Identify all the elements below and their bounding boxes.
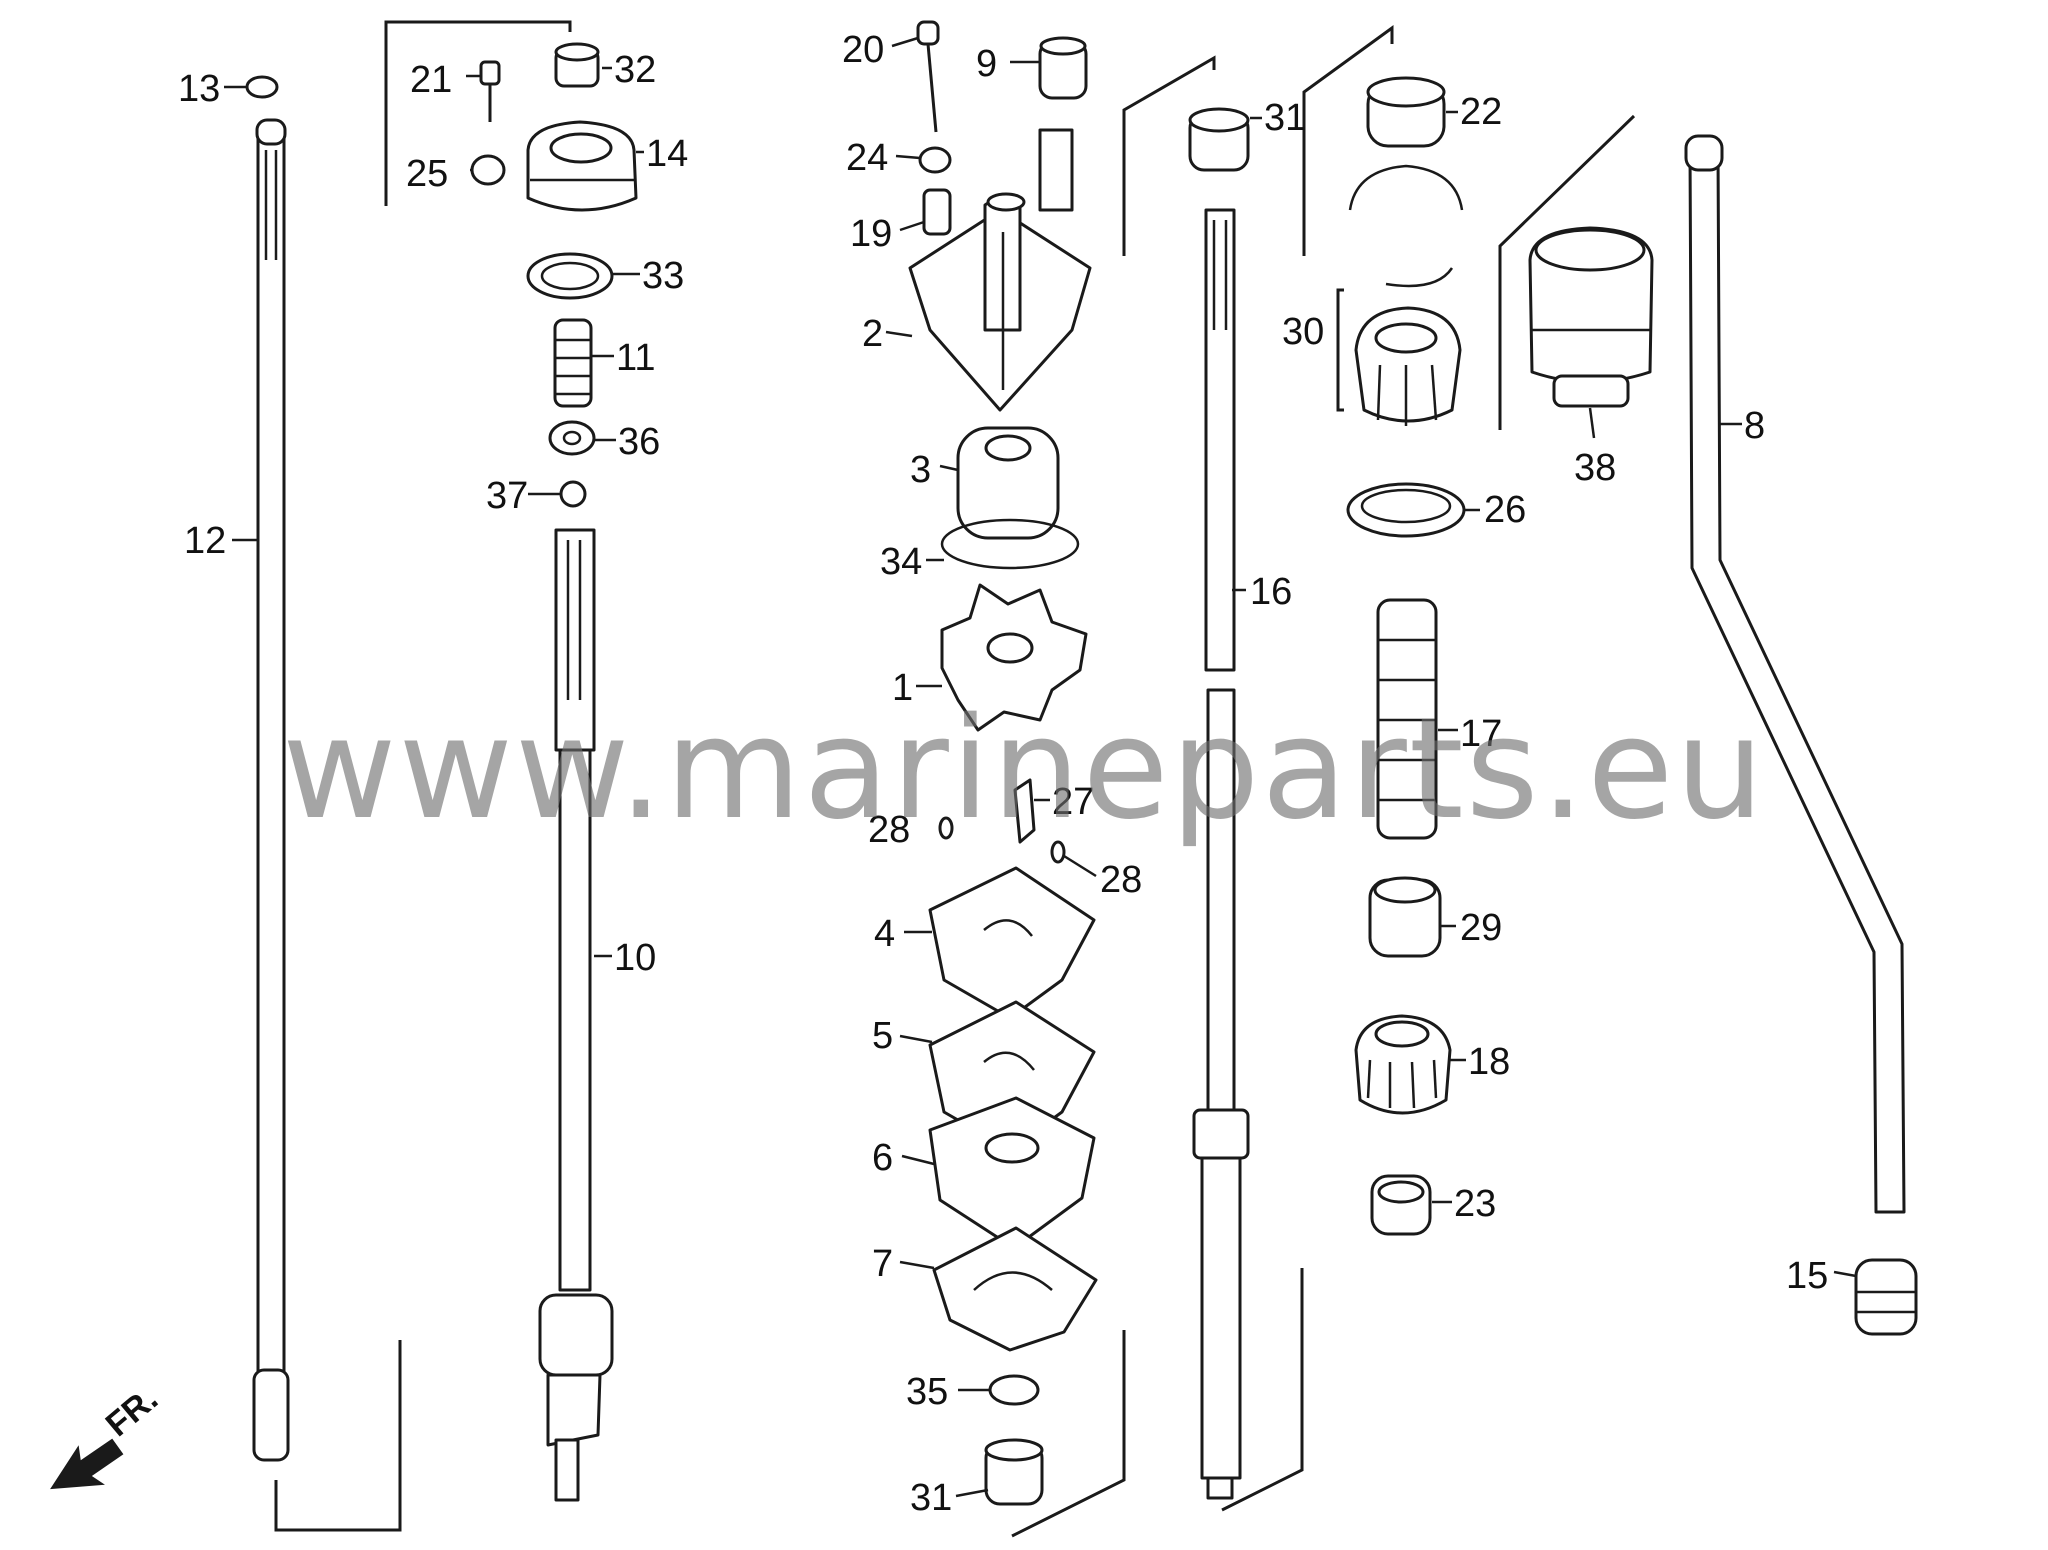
callout-37: 37 bbox=[486, 475, 528, 517]
callout-numbers: 13 12 21 25 32 14 33 11 36 37 10 20 9 24… bbox=[178, 29, 1828, 1519]
callout-23: 23 bbox=[1454, 1183, 1496, 1225]
callout-35: 35 bbox=[906, 1371, 948, 1413]
callout-25: 25 bbox=[406, 153, 448, 195]
part-2-pump-housing bbox=[908, 128, 1092, 412]
part-33-seal-ring bbox=[526, 252, 614, 300]
part-14-housing bbox=[526, 120, 638, 212]
callout-9: 9 bbox=[976, 43, 997, 85]
callout-28-left: 28 bbox=[868, 809, 910, 851]
callout-12: 12 bbox=[184, 520, 226, 562]
callout-10: 10 bbox=[614, 937, 656, 979]
part-20-bolt bbox=[916, 20, 940, 133]
callout-32: 32 bbox=[614, 49, 656, 91]
part-22-bearing bbox=[1366, 76, 1446, 148]
part-26-shim bbox=[1346, 482, 1466, 538]
part-37-clip bbox=[559, 480, 587, 508]
callout-14: 14 bbox=[646, 133, 688, 175]
callout-2: 2 bbox=[862, 313, 883, 355]
callout-13: 13 bbox=[178, 68, 220, 110]
part-27-key bbox=[1013, 778, 1036, 844]
bracket-part-30 bbox=[1336, 288, 1344, 412]
callout-8: 8 bbox=[1744, 405, 1765, 447]
callout-36: 36 bbox=[618, 421, 660, 463]
callout-19: 19 bbox=[850, 213, 892, 255]
callout-20: 20 bbox=[842, 29, 884, 71]
callout-31-lower: 31 bbox=[910, 1477, 952, 1519]
part-16-upper-shaft bbox=[1204, 208, 1236, 672]
callout-17: 17 bbox=[1460, 713, 1502, 755]
part-19-pin bbox=[922, 188, 952, 236]
part-9-grommet bbox=[1038, 36, 1088, 100]
part-34-seal bbox=[940, 518, 1080, 570]
callout-26: 26 bbox=[1484, 489, 1526, 531]
part-24-washer bbox=[918, 146, 952, 174]
callout-33: 33 bbox=[642, 255, 684, 297]
callout-18: 18 bbox=[1468, 1041, 1510, 1083]
part-31-bearing-upper bbox=[1188, 107, 1250, 172]
part-11-spring bbox=[553, 318, 593, 408]
part-17-spring bbox=[1376, 598, 1438, 840]
front-direction-arrow-icon: FR. bbox=[50, 1380, 165, 1490]
bracket-left-group bbox=[274, 20, 572, 1532]
part-29-needle-bearing bbox=[1368, 876, 1442, 958]
part-30-bearing-race bbox=[1348, 164, 1464, 288]
part-10-shaft bbox=[538, 528, 614, 1502]
callout-24: 24 bbox=[846, 137, 888, 179]
part-35-seal bbox=[988, 1374, 1040, 1406]
part-36-washer bbox=[548, 420, 596, 456]
callout-5: 5 bbox=[872, 1015, 893, 1057]
callout-3: 3 bbox=[910, 449, 931, 491]
part-23-nut bbox=[1370, 1174, 1432, 1236]
callout-31-upper: 31 bbox=[1264, 97, 1306, 139]
callout-34: 34 bbox=[880, 541, 922, 583]
part-7-gasket bbox=[932, 1226, 1098, 1352]
callout-29: 29 bbox=[1460, 907, 1502, 949]
part-28-pin-right bbox=[1050, 840, 1066, 864]
callout-22: 22 bbox=[1460, 91, 1502, 133]
callout-6: 6 bbox=[872, 1137, 893, 1179]
callout-28-right: 28 bbox=[1100, 859, 1142, 901]
callout-38: 38 bbox=[1574, 447, 1616, 489]
part-18-pinion-gear bbox=[1354, 1014, 1452, 1115]
bracket-shaft-group bbox=[1011, 55, 1304, 1538]
part-3-pump-liner bbox=[956, 426, 1060, 540]
callout-30: 30 bbox=[1282, 311, 1324, 353]
callout-7: 7 bbox=[872, 1243, 893, 1285]
callout-11: 11 bbox=[616, 337, 655, 379]
part-38-bushing bbox=[1528, 226, 1654, 408]
part-1-impeller bbox=[940, 583, 1088, 732]
callout-16: 16 bbox=[1250, 571, 1292, 613]
part-13-clip bbox=[245, 75, 279, 99]
bracket-part-38 bbox=[1498, 114, 1636, 430]
part-8-water-tube bbox=[1684, 134, 1906, 1214]
part-6-pump-base bbox=[928, 1096, 1096, 1250]
callout-4: 4 bbox=[874, 913, 895, 955]
callout-15: 15 bbox=[1786, 1255, 1828, 1297]
part-12-shift-rod bbox=[252, 118, 290, 1462]
part-4-gasket bbox=[928, 866, 1096, 1020]
callout-27: 27 bbox=[1052, 781, 1094, 823]
part-32-nut bbox=[554, 42, 600, 88]
part-15-grommet bbox=[1854, 1258, 1918, 1336]
bracket-right-group bbox=[1302, 25, 1394, 256]
part-5-plate bbox=[928, 1000, 1096, 1152]
leader-lines bbox=[224, 36, 1857, 1498]
direction-label: FR. bbox=[99, 1380, 165, 1444]
callout-1: 1 bbox=[892, 667, 913, 709]
part-lower-drive-shaft bbox=[1192, 688, 1250, 1500]
part-31-bearing-lower bbox=[984, 1438, 1044, 1506]
part-28-pin-left bbox=[938, 816, 954, 840]
part-21-bolt bbox=[479, 60, 501, 122]
callout-21: 21 bbox=[410, 59, 452, 101]
part-30-taper-bearing bbox=[1354, 306, 1462, 426]
part-25-nut bbox=[470, 154, 506, 186]
